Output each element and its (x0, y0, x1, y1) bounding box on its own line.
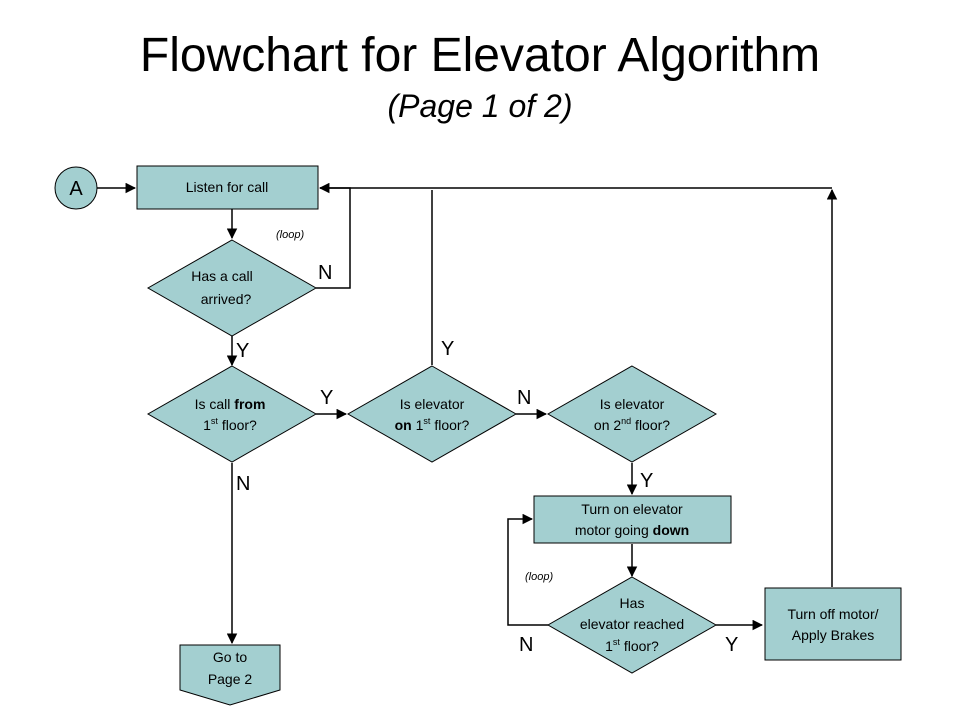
call-from-line-2: 1st floor? (203, 416, 257, 433)
connector-a-label: A (69, 178, 83, 200)
page-title: Flowchart for Elevator Algorithm (139, 29, 821, 82)
note-loop-top: (loop) (276, 229, 304, 241)
label-onfirst-no: N (517, 387, 531, 409)
connector-a: A (54, 166, 98, 210)
on-second-line-2: on 2nd floor? (594, 416, 670, 433)
call-arrived-line-2: arrived? (201, 291, 252, 307)
reached-first-decision: Has elevator reached 1st floor? (546, 576, 718, 674)
note-loop-bottom: (loop) (525, 571, 553, 583)
listen-for-call-box: Listen for call (136, 165, 319, 210)
label-onsecond-yes: Y (640, 470, 653, 492)
label-reached-yes: Y (725, 634, 738, 656)
on-second-floor-decision: Is elevator on 2nd floor? (546, 365, 718, 463)
motor-down-line-1: Turn on elevator (581, 501, 683, 517)
call-from-first-decision: Is call from 1st floor? (146, 365, 318, 463)
call-arrived-decision: Has a call arrived? (146, 239, 318, 337)
turn-off-line-2: Apply Brakes (792, 627, 874, 643)
go-to-line-2: Page 2 (208, 671, 253, 687)
page-subtitle: (Page 1 of 2) (387, 88, 573, 124)
arrow-reached-no-loop (507, 513, 548, 626)
turn-off-line-1: Turn off motor/ (787, 606, 878, 622)
label-callfrom-no: N (236, 473, 250, 495)
connector-lines (97, 182, 838, 645)
label-arrived-no: N (318, 262, 332, 284)
motor-down-line-2: motor going down (575, 522, 689, 538)
label-onfirst-yes: Y (441, 338, 454, 360)
call-arrived-line-1: Has a call (191, 268, 252, 284)
reached-line-3: 1st floor? (605, 637, 659, 654)
on-first-floor-decision: Is elevator on 1st floor? (346, 365, 518, 463)
listen-for-call-label: Listen for call (186, 179, 268, 195)
motor-down-box: Turn on elevator motor going down (533, 495, 732, 544)
on-first-line-2: on 1st floor? (395, 416, 470, 433)
go-to-line-1: Go to (213, 649, 247, 665)
label-arrived-yes: Y (236, 340, 249, 362)
on-first-line-1: Is elevator (400, 396, 465, 412)
reached-line-1: Has (620, 595, 645, 611)
on-second-line-1: Is elevator (600, 396, 665, 412)
call-from-line-1: Is call from (195, 396, 266, 412)
turn-off-motor-box: Turn off motor/ Apply Brakes (764, 587, 902, 661)
label-reached-no: N (519, 634, 533, 656)
reached-line-2: elevator reached (580, 616, 684, 632)
go-to-page-2-connector: Go to Page 2 (179, 644, 281, 706)
label-callfrom-yes: Y (320, 387, 333, 409)
